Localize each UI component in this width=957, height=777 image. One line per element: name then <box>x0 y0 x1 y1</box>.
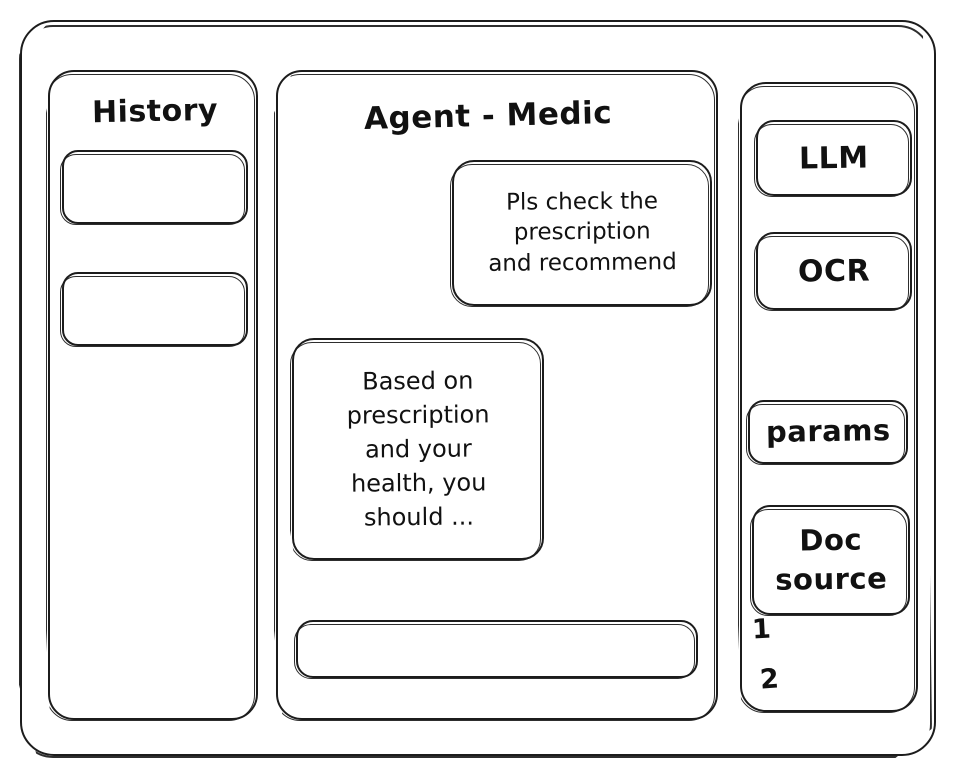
chat-bubble-user: Pls check the prescription and recommend <box>452 160 712 306</box>
tool-card-ocr-label: OCR <box>797 252 871 290</box>
tool-card-ocr[interactable]: OCR <box>756 232 912 310</box>
history-panel-title: History <box>91 92 219 131</box>
doc-source-item-2[interactable]: 2 <box>758 663 780 696</box>
history-item-2[interactable] <box>62 272 248 346</box>
chat-bubble-user-text: Pls check the prescription and recommend <box>487 188 677 277</box>
tool-card-doc-source[interactable]: Doc source <box>752 505 910 615</box>
tools-panel <box>740 82 918 712</box>
history-panel <box>48 70 258 720</box>
tool-card-doc-source-label: Doc source <box>775 522 888 597</box>
tool-card-params[interactable]: params <box>748 400 908 464</box>
app-window-frame <box>20 20 936 756</box>
tool-card-llm-label: LLM <box>798 140 870 176</box>
agent-panel-title: Agent - Medic <box>363 94 613 138</box>
chat-bubble-agent: Based on prescription and your health, y… <box>292 338 544 560</box>
doc-source-item-1[interactable]: 1 <box>751 613 772 646</box>
history-item-1[interactable] <box>62 150 248 224</box>
message-input[interactable] <box>296 620 698 678</box>
chat-bubble-agent-text: Based on prescription and your health, y… <box>346 366 490 532</box>
tool-card-params-label: params <box>765 413 891 450</box>
tool-card-llm[interactable]: LLM <box>756 120 912 196</box>
agent-chat-panel <box>276 70 718 720</box>
